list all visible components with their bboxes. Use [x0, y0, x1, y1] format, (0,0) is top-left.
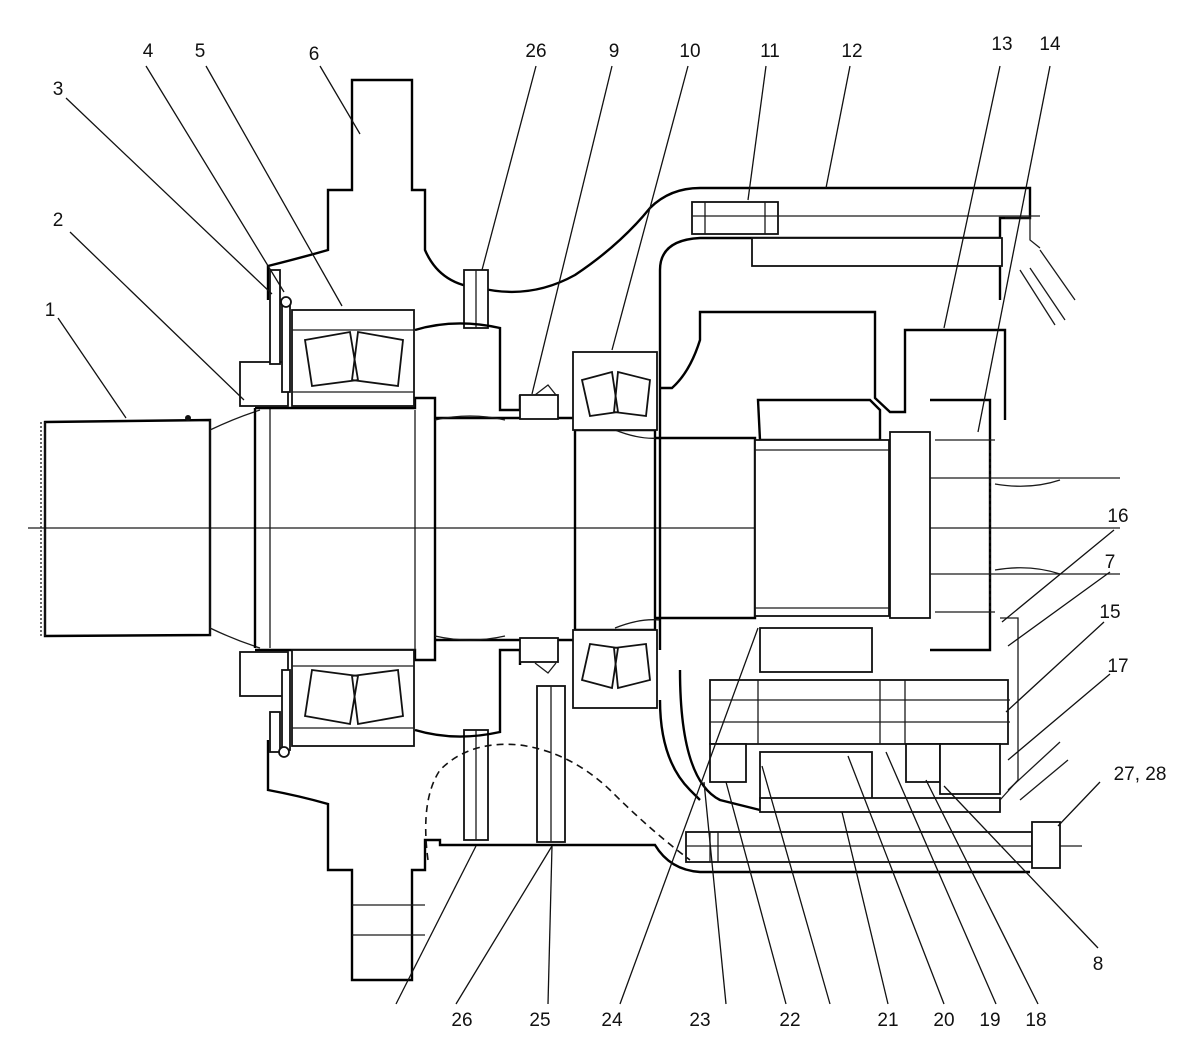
ring-gear-upper [754, 398, 890, 617]
through-bolt [685, 821, 1082, 869]
callout-20: 20 [933, 1010, 954, 1031]
callout-9: 9 [609, 41, 620, 62]
seal-group-upper [239, 269, 292, 407]
callout-23: 23 [689, 1010, 710, 1031]
callout-15: 15 [1099, 602, 1120, 623]
planet-carrier-housing [658, 201, 1076, 812]
intermediate-housing [414, 322, 566, 843]
bearing-lower-left [291, 649, 415, 747]
callout-8: 8 [1093, 954, 1104, 975]
callout-6: 6 [309, 44, 320, 65]
drive-shaft [40, 396, 757, 662]
sun-gear-coupling [889, 398, 1120, 652]
callout-26-top: 26 [525, 41, 546, 62]
planet-gear-assembly [709, 617, 1069, 813]
callout-10: 10 [679, 41, 700, 62]
callout-3: 3 [53, 79, 64, 100]
callout-2: 2 [53, 210, 64, 231]
bolt-26-upper [463, 269, 489, 329]
callout-19: 19 [979, 1010, 1000, 1031]
callout-7: 7 [1105, 552, 1116, 573]
seal-group-lower [239, 651, 291, 758]
callout-17: 17 [1107, 656, 1128, 677]
callout-22: 22 [779, 1010, 800, 1031]
callout-12: 12 [841, 41, 862, 62]
callout-18: 18 [1025, 1010, 1046, 1031]
leader-lines [57, 65, 1115, 1005]
callout-16: 16 [1107, 506, 1128, 527]
callout-labels: 1 2 3 4 5 6 26 9 10 11 12 13 14 16 7 15 … [45, 34, 1167, 1031]
bearing-lower-right [572, 629, 658, 709]
callout-5: 5 [195, 41, 206, 62]
bearing-upper-right [572, 351, 658, 431]
callout-14: 14 [1039, 34, 1061, 55]
callout-11: 11 [760, 41, 780, 62]
callout-21: 21 [877, 1010, 898, 1031]
callout-4: 4 [143, 41, 154, 62]
callout-24-bottom: 24 [601, 1010, 623, 1031]
callout-1: 1 [45, 300, 56, 321]
callout-26-bottom: 26 [451, 1010, 472, 1031]
callout-25: 25 [529, 1010, 550, 1031]
hidden-contour [424, 743, 691, 861]
callout-13: 13 [991, 34, 1012, 55]
bearing-upper-left [291, 309, 415, 407]
bolt-26-lower [463, 729, 489, 841]
housing-flange [266, 78, 1032, 982]
callout-27-28: 27, 28 [1114, 764, 1167, 785]
